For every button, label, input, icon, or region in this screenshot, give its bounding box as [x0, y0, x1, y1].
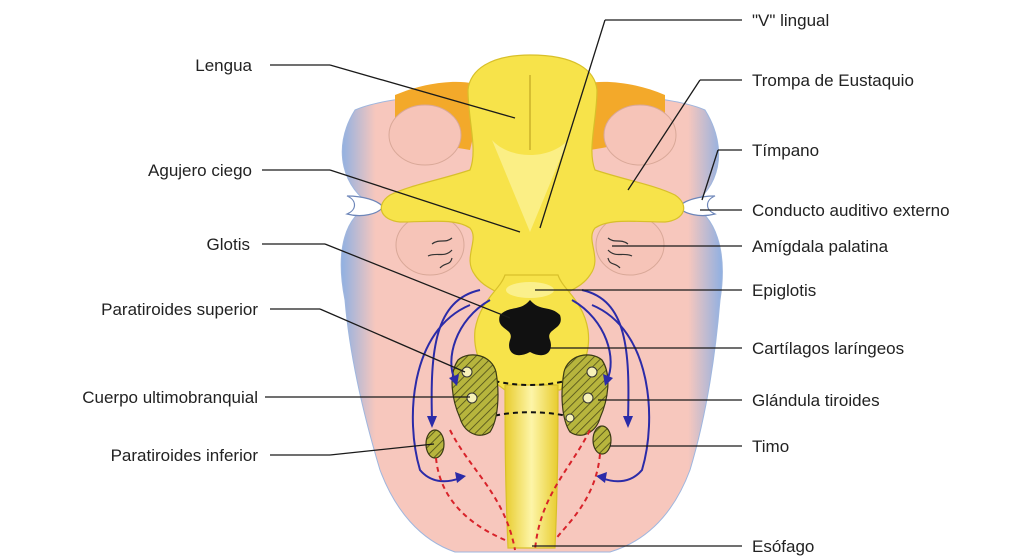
right-ultimobranchial-body [583, 393, 593, 403]
label-lengua: Lengua [195, 56, 252, 75]
label-paratiroides-inferior: Paratiroides inferior [111, 446, 259, 465]
label-amigdala-palatina: Amígdala palatina [752, 237, 889, 256]
label-glotis: Glotis [207, 235, 250, 254]
label-timo: Timo [752, 437, 789, 456]
label-timpano: Tímpano [752, 141, 819, 160]
left-ultimobranchial-body [467, 393, 477, 403]
label-agujero-ciego: Agujero ciego [148, 161, 252, 180]
label-glandula-tiroides: Glándula tiroides [752, 391, 880, 410]
right-lower-lobe [596, 215, 664, 275]
right-superior-parathyroid [587, 367, 597, 377]
label-cuerpo-ultimobranquial: Cuerpo ultimobranquial [82, 388, 258, 407]
label-cartilagos-laringeos: Cartílagos laríngeos [752, 339, 904, 358]
label-epiglotis: Epiglotis [752, 281, 816, 300]
right-upper-lobe [604, 105, 676, 165]
right-thymus [593, 426, 611, 454]
right-gland-dot [566, 414, 574, 422]
label-conducto-auditivo: Conducto auditivo externo [752, 201, 950, 220]
esophagus [505, 385, 558, 548]
label-esofago: Esófago [752, 537, 814, 556]
label-paratiroides-superior: Paratiroides superior [101, 300, 258, 319]
label-trompa-eustaquio: Trompa de Eustaquio [752, 71, 914, 90]
left-upper-lobe [389, 105, 461, 165]
label-v-lingual: "V" lingual [752, 11, 829, 30]
left-lower-lobe [396, 215, 464, 275]
